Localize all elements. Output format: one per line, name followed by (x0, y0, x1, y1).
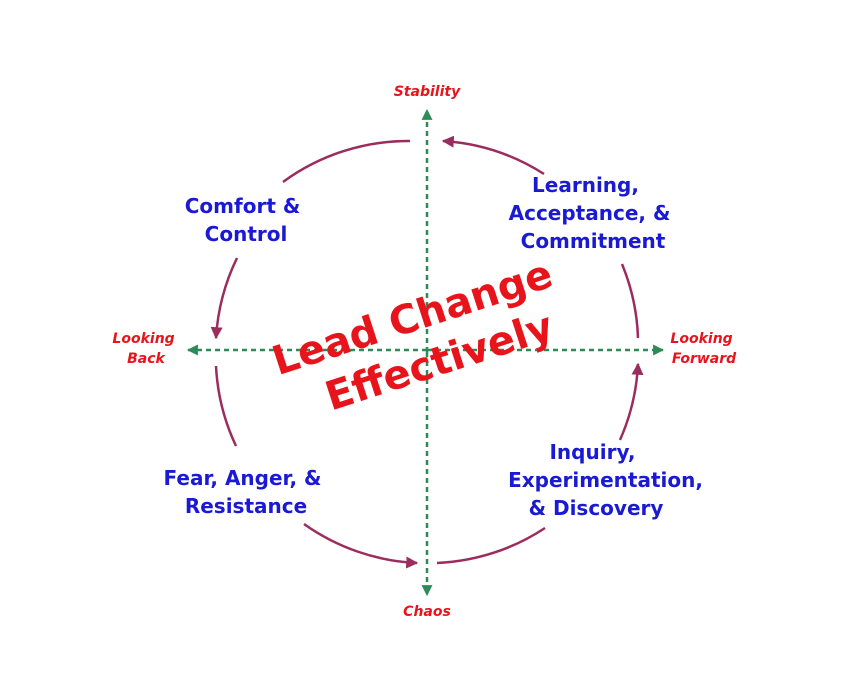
quadrant-top-right-line-3: Commitment (521, 229, 666, 253)
axis-labels: Stability Chaos Looking Back Looking For… (112, 84, 737, 620)
cycle-arc-top-right (441, 135, 545, 176)
axis-label-left-line-2: Back (127, 351, 166, 367)
axis-label-right-line-2: Forward (672, 351, 737, 367)
axis-label-right-line-1: Looking (670, 331, 732, 347)
axis-label-right: Looking Forward (670, 331, 737, 367)
axis-label-left: Looking Back (112, 331, 179, 367)
cycle-arc-left-down (210, 257, 239, 340)
quadrant-labels: Comfort & Control Learning, Acceptance, … (164, 173, 710, 520)
cycle-arc-left-lower (214, 365, 238, 447)
cycle-arc-bottom-left (303, 522, 419, 569)
cycle-arc-right-up (618, 362, 644, 441)
quadrant-bottom-right-line-3: & Discovery (529, 496, 664, 520)
quadrant-top-left-line-1: Comfort & (185, 194, 301, 218)
cycle-arrows (210, 135, 644, 569)
axis-label-bottom: Chaos (403, 604, 451, 620)
quadrant-top-left-line-2: Control (205, 222, 288, 246)
quadrant-top-left: Comfort & Control (185, 194, 308, 246)
cycle-arc-right-upper (620, 263, 640, 339)
quadrant-bottom-right: Inquiry, Experimentation, & Discovery (508, 440, 710, 520)
axis-label-left-line-1: Looking (112, 331, 174, 347)
quadrant-bottom-left-line-2: Resistance (185, 494, 307, 518)
quadrant-bottom-left: Fear, Anger, & Resistance (164, 466, 329, 518)
axis-label-top: Stability (394, 84, 461, 100)
quadrant-top-right-line-2: Acceptance, & (509, 201, 671, 225)
quadrant-bottom-right-line-2: Experimentation, (508, 468, 703, 492)
center-title: Lead Change Effectively (267, 251, 559, 420)
cycle-arc-bottom-right (436, 526, 546, 565)
quadrant-top-right-line-1: Learning, (532, 173, 639, 197)
quadrant-bottom-right-line-1: Inquiry, (549, 440, 635, 464)
cycle-arc-top-left (282, 139, 411, 184)
axes (186, 108, 665, 597)
quadrant-top-right: Learning, Acceptance, & Commitment (509, 173, 678, 253)
quadrant-bottom-left-line-1: Fear, Anger, & (164, 466, 322, 490)
